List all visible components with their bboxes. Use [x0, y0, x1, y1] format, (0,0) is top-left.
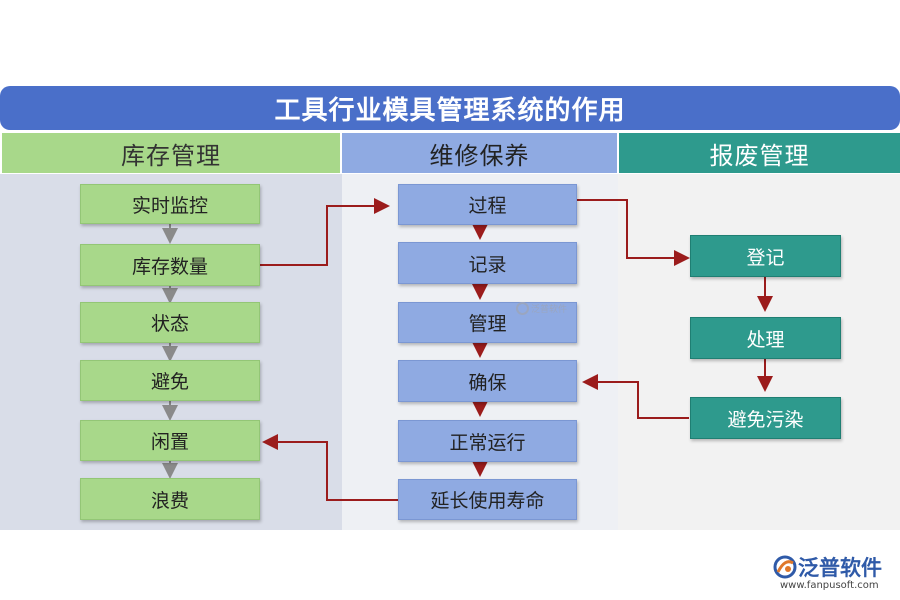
watermark-text: 泛普软件 — [531, 305, 568, 315]
box-ensure: 确保 — [398, 360, 577, 402]
box-realtime-monitor: 实时监控 — [80, 184, 260, 224]
box-handle: 处理 — [690, 317, 841, 359]
scrap-header: 报废管理 — [619, 133, 900, 173]
box-manage: 管理 — [398, 302, 577, 343]
box-process: 过程 — [398, 184, 577, 225]
avoid-pollution-to-ensure-arrow — [582, 374, 689, 419]
box-normal-operation: 正常运行 — [398, 420, 577, 462]
fanpu-logo-icon — [773, 555, 797, 579]
quantity-to-process-arrow — [256, 198, 390, 266]
box-extend-life: 延长使用寿命 — [398, 479, 577, 520]
box-idle: 闲置 — [80, 420, 260, 461]
watermark-logo-icon — [516, 302, 529, 315]
diagram-title: 工具行业模具管理系统的作用 — [0, 86, 900, 130]
box-status: 状态 — [80, 302, 260, 343]
brand-logo: 泛普软件 www.fanpusoft.com — [766, 552, 896, 596]
box-avoid-pollution: 避免污染 — [690, 397, 841, 439]
box-inventory-quantity: 库存数量 — [80, 244, 260, 286]
box-register: 登记 — [690, 235, 841, 277]
maintenance-header: 维修保养 — [342, 133, 617, 173]
logo-url: www.fanpusoft.com — [780, 580, 879, 591]
box-waste: 浪费 — [80, 478, 260, 520]
box-record: 记录 — [398, 242, 577, 284]
extend-life-to-idle-arrow — [262, 434, 398, 501]
box-avoid: 避免 — [80, 360, 260, 401]
watermark: 泛普软件 — [516, 302, 567, 315]
process-to-register-arrow — [577, 199, 690, 266]
logo-name: 泛普软件 — [798, 556, 882, 580]
inventory-header: 库存管理 — [2, 133, 340, 173]
